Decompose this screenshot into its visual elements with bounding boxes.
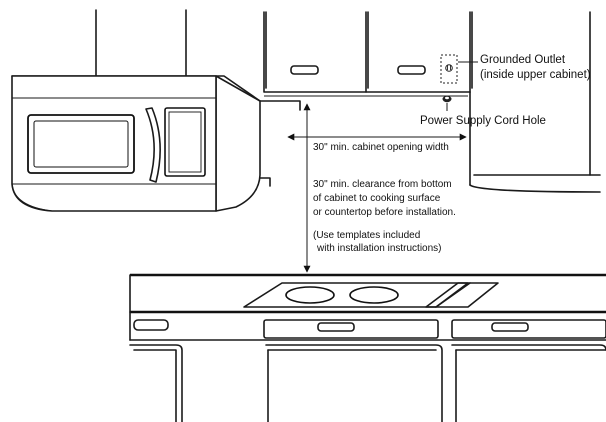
inside-upper-cabinet-label: (inside upper cabinet) (480, 69, 591, 81)
cabinet-width-label: 30" min. cabinet opening width (313, 142, 449, 153)
cord-hole-icon (442, 95, 452, 103)
grounded-outlet-label: Grounded Outlet (480, 54, 566, 66)
clearance-label-3: or countertop before installation. (313, 207, 456, 218)
cord-hole-label: Power Supply Cord Hole (420, 115, 546, 127)
lower-cabinets (129, 311, 606, 422)
cabinet-handle-left (290, 65, 319, 75)
upper-cabinets (95, 9, 601, 193)
cabinet-handle-right (397, 65, 426, 75)
burner-left (285, 286, 335, 304)
templates-label-2: with installation instructions) (316, 243, 442, 254)
burner-right (349, 286, 399, 304)
templates-label-1: (Use templates included (313, 230, 420, 241)
grounded-outlet-icon (440, 54, 458, 84)
clearance-label-2: of cabinet to cooking surface (313, 193, 441, 204)
clearance-label-1: 30" min. clearance from bottom (313, 179, 452, 190)
countertop (129, 273, 606, 314)
cooktop (243, 282, 499, 308)
microwave-oven (11, 75, 301, 212)
